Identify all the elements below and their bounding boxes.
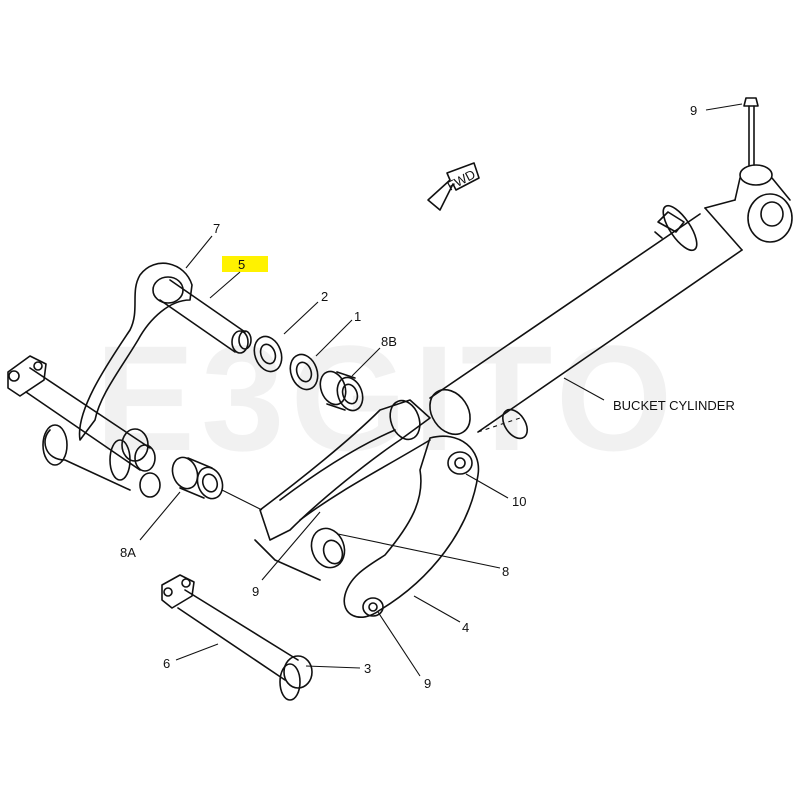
grease-fitting-top (743, 97, 759, 166)
bushing-8a (171, 456, 263, 511)
leader-lines (139, 103, 743, 677)
callout-8b: 8B (381, 334, 397, 349)
callout-8a: 8A (120, 545, 136, 560)
fwd-label: FWD (445, 166, 478, 193)
callout-8: 8 (502, 564, 509, 579)
link-8 (254, 399, 431, 581)
callout-2: 2 (321, 289, 328, 304)
watermark: E3GITO (95, 314, 678, 482)
callout-9-bottom: 9 (424, 676, 431, 691)
bucket-cylinder (429, 164, 793, 440)
callout-9-left: 9 (252, 584, 259, 599)
callout-1: 1 (354, 309, 361, 324)
pin-6 (161, 574, 313, 701)
bushing-8b (319, 370, 364, 412)
pin-left (7, 355, 161, 498)
callout-5-highlight (222, 256, 268, 272)
washer-1 (289, 353, 319, 391)
callout-4: 4 (462, 620, 469, 635)
pin-5 (159, 279, 252, 354)
fwd-arrow: FWD (427, 162, 480, 211)
link-7 (78, 262, 193, 441)
callout-9-top: 9 (690, 103, 697, 118)
callout-6: 6 (163, 656, 170, 671)
callout-10: 10 (512, 494, 526, 509)
callout-5: 5 (238, 257, 245, 272)
link-4 (343, 435, 480, 619)
callout-bucket-cylinder: BUCKET CYLINDER (613, 398, 735, 413)
washer-2 (253, 335, 283, 373)
callout-3: 3 (364, 661, 371, 676)
callout-7: 7 (213, 221, 220, 236)
